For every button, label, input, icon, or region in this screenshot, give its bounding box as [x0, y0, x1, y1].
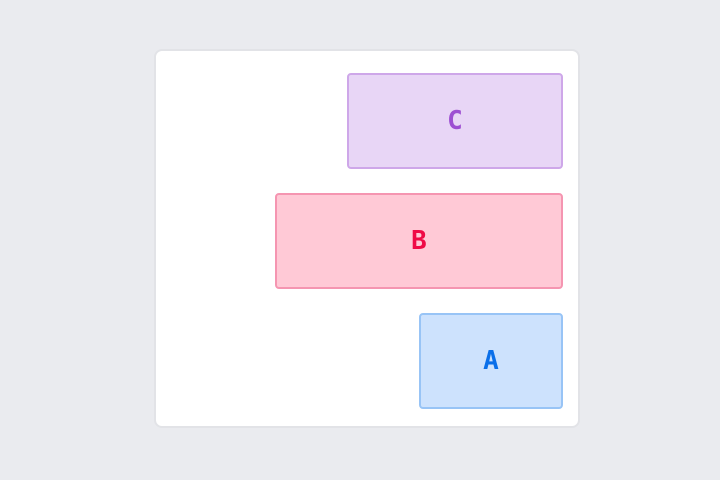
box-c-label: C: [447, 106, 463, 136]
box-b-label: B: [411, 226, 427, 256]
box-a-label: A: [483, 346, 499, 376]
box-a: A: [419, 313, 563, 409]
stack-panel: C B A: [154, 49, 580, 428]
box-b: B: [275, 193, 563, 289]
box-c: C: [347, 73, 563, 169]
